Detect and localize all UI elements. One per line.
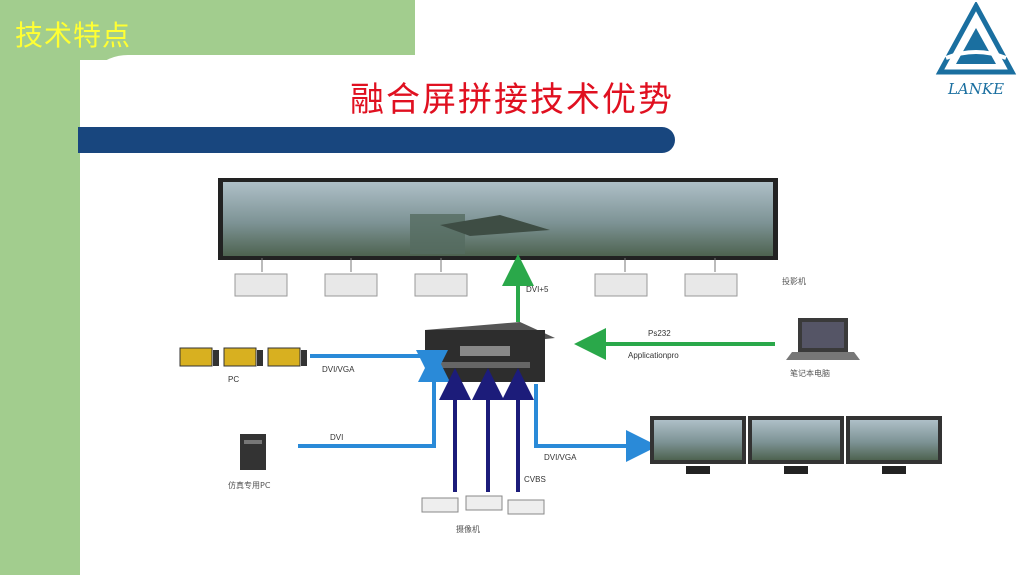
sim-pc-input-arrow (298, 350, 450, 448)
logo-text: LANKE (947, 80, 1004, 98)
pc-label: PC (228, 375, 239, 384)
page-title: 融合屏拼接技术优势 (350, 80, 674, 120)
projector-icon (414, 273, 468, 297)
dvi5-label: DVI+5 (526, 285, 549, 294)
fusion-splice-diagram: 投影机 DVI+5 Ps232 Applicationpro 笔记本电脑 PC … (179, 178, 942, 534)
camera-icons (421, 495, 545, 515)
title-band (0, 0, 415, 60)
projector-icon (594, 273, 648, 297)
cvbs-label: CVBS (524, 475, 546, 484)
triangle-logo-icon (935, 2, 1017, 75)
projector-row (234, 258, 738, 297)
projector-icon (324, 273, 378, 297)
fusion-server (425, 322, 555, 382)
monitor-output-arrow (534, 384, 658, 462)
laptop-label: 笔记本电脑 (790, 368, 830, 378)
section-title: 技术特点 (15, 19, 132, 52)
monitor-wall-icon (650, 416, 942, 474)
dvi-vga-right-label: DVI/VGA (544, 453, 577, 462)
projector-icon (234, 273, 288, 297)
dvi-vga-left-label: DVI/VGA (322, 365, 355, 374)
projector-label: 投影机 (782, 276, 806, 286)
dvi-label: DVI (330, 433, 343, 442)
sim-pc-label: 仿真专用PC (228, 480, 271, 490)
sidebar-band (0, 0, 80, 575)
tower-pc-icon (240, 434, 266, 470)
camera-label: 摄像机 (456, 524, 480, 534)
pc-monitors-icon (179, 347, 307, 367)
lanke-logo: LANKE (935, 2, 1017, 98)
ps232-label: Ps232 (648, 329, 671, 338)
laptop-icon (786, 318, 860, 360)
applicationpro-label: Applicationpro (628, 351, 679, 360)
projector-icon (684, 273, 738, 297)
title-underline-bar (78, 127, 675, 153)
fighter-jet-icon (440, 215, 550, 236)
